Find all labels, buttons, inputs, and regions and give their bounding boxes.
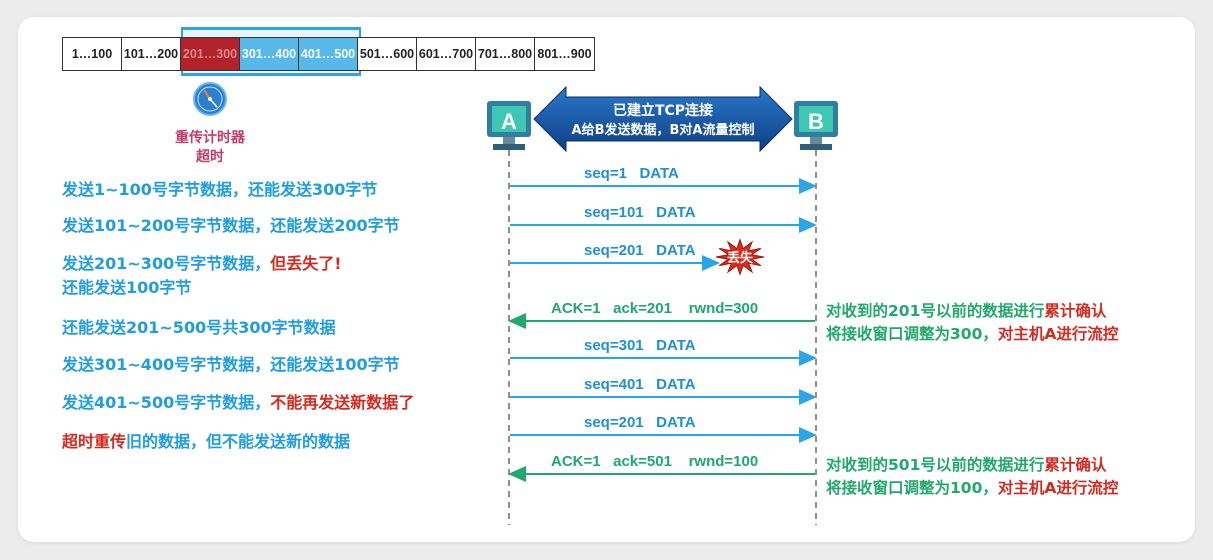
ack-label: ACK=1 ack=201 rwnd=300 bbox=[551, 300, 758, 317]
byte-sequence-strip: 1…100 101…200 201…300 301…400 401…500 50… bbox=[62, 37, 595, 71]
ack1-note-line1: 对收到的201号以前的数据进行累计确认 bbox=[826, 299, 1106, 321]
note-text: 将接收窗口调整为300， bbox=[826, 325, 998, 343]
flow-control-text: 对主机A进行流控 bbox=[997, 479, 1119, 497]
segment-label: seq=201 DATA bbox=[584, 242, 696, 259]
note-retransmit: 超时重传旧的数据，但不能发送新的数据 bbox=[62, 428, 350, 452]
byte-block-window: 401…500 bbox=[299, 38, 358, 70]
ack2-note-line1: 对收到的501号以前的数据进行累计确认 bbox=[826, 453, 1106, 475]
connection-banner-arrow bbox=[533, 85, 793, 153]
note-window-300: 还能发送201~500号共300字节数据 bbox=[62, 318, 336, 337]
host-a-computer-icon bbox=[487, 101, 531, 150]
host-b-label: B bbox=[808, 109, 824, 134]
byte-block: 701…800 bbox=[476, 38, 535, 70]
segment-label: seq=201 DATA bbox=[584, 414, 696, 431]
timer-label: 重传计时器 bbox=[175, 130, 245, 146]
note-send-201-300: 发送201~300号字节数据，但丢失了! bbox=[62, 250, 342, 274]
host-b-computer-icon bbox=[794, 101, 838, 150]
cumulative-ack-text: 累计确认 bbox=[1044, 456, 1107, 474]
segment-label: seq=401 DATA bbox=[584, 376, 696, 393]
note-text: 发送401~500号字节数据， bbox=[62, 393, 271, 412]
banner-line1: 已建立TCP连接 bbox=[613, 102, 713, 119]
lost-burst-icon bbox=[715, 238, 765, 276]
note-lost-text: 但丢失了 bbox=[270, 254, 335, 273]
clock-icon bbox=[193, 82, 227, 116]
ack-label: ACK=1 ack=501 rwnd=100 bbox=[551, 453, 758, 470]
note-send-1-100: 发送1~100号字节数据，还能发送300字节 bbox=[62, 180, 378, 199]
segment-label: seq=101 DATA bbox=[584, 204, 696, 221]
byte-block: 1…100 bbox=[63, 38, 122, 70]
byte-block: 801…900 bbox=[537, 47, 592, 61]
note-no-new-data: 不能再发送新数据了 bbox=[270, 393, 415, 412]
note-text: 将接收窗口调整为100， bbox=[826, 479, 998, 497]
byte-block-lost: 201…300 bbox=[181, 38, 240, 70]
note-send-301-400: 发送301~400号字节数据，还能发送100字节 bbox=[62, 355, 400, 374]
timer-timeout-label: 超时 bbox=[196, 149, 224, 165]
note-send-401-500: 发送401~500号字节数据，不能再发送新数据了 bbox=[62, 389, 414, 413]
byte-block: 501…600 bbox=[358, 38, 417, 70]
byte-block-window: 301…400 bbox=[240, 38, 299, 70]
note-send-101-200: 发送101~200号字节数据，还能发送200字节 bbox=[62, 216, 400, 235]
byte-block: 601…700 bbox=[417, 38, 476, 70]
banner-line2: A给B发送数据，B对A流量控制 bbox=[572, 122, 755, 138]
note-old-data: 旧的数据，但不能发送新的数据 bbox=[126, 432, 351, 451]
ack1-note-line2: 将接收窗口调整为300，对主机A进行流控 bbox=[826, 322, 1118, 344]
note-text: 对收到的501号以前的数据进行 bbox=[826, 456, 1045, 474]
note-text: 发送201~300号字节数据， bbox=[62, 254, 271, 273]
flow-control-text: 对主机A进行流控 bbox=[997, 325, 1119, 343]
ack2-note-line2: 将接收窗口调整为100，对主机A进行流控 bbox=[826, 476, 1118, 498]
note-timeout-retransmit: 超时重传 bbox=[62, 432, 127, 451]
segment-label: seq=301 DATA bbox=[584, 337, 696, 354]
cumulative-ack-text: 累计确认 bbox=[1044, 302, 1107, 320]
byte-block: 101…200 bbox=[122, 38, 181, 70]
lost-label: 丢失 bbox=[727, 250, 754, 266]
message-layer: seq=1 DATA seq=101 DATA seq=201 DATA 丢失 ACK=… bbox=[508, 165, 817, 482]
segment-label: seq=1 DATA bbox=[584, 165, 679, 182]
note-text: 对收到的201号以前的数据进行 bbox=[826, 302, 1045, 320]
host-a-label: A bbox=[501, 109, 517, 134]
note-exclaim: ! bbox=[334, 254, 342, 273]
note-remaining-100: 还能发送100字节 bbox=[62, 278, 192, 297]
